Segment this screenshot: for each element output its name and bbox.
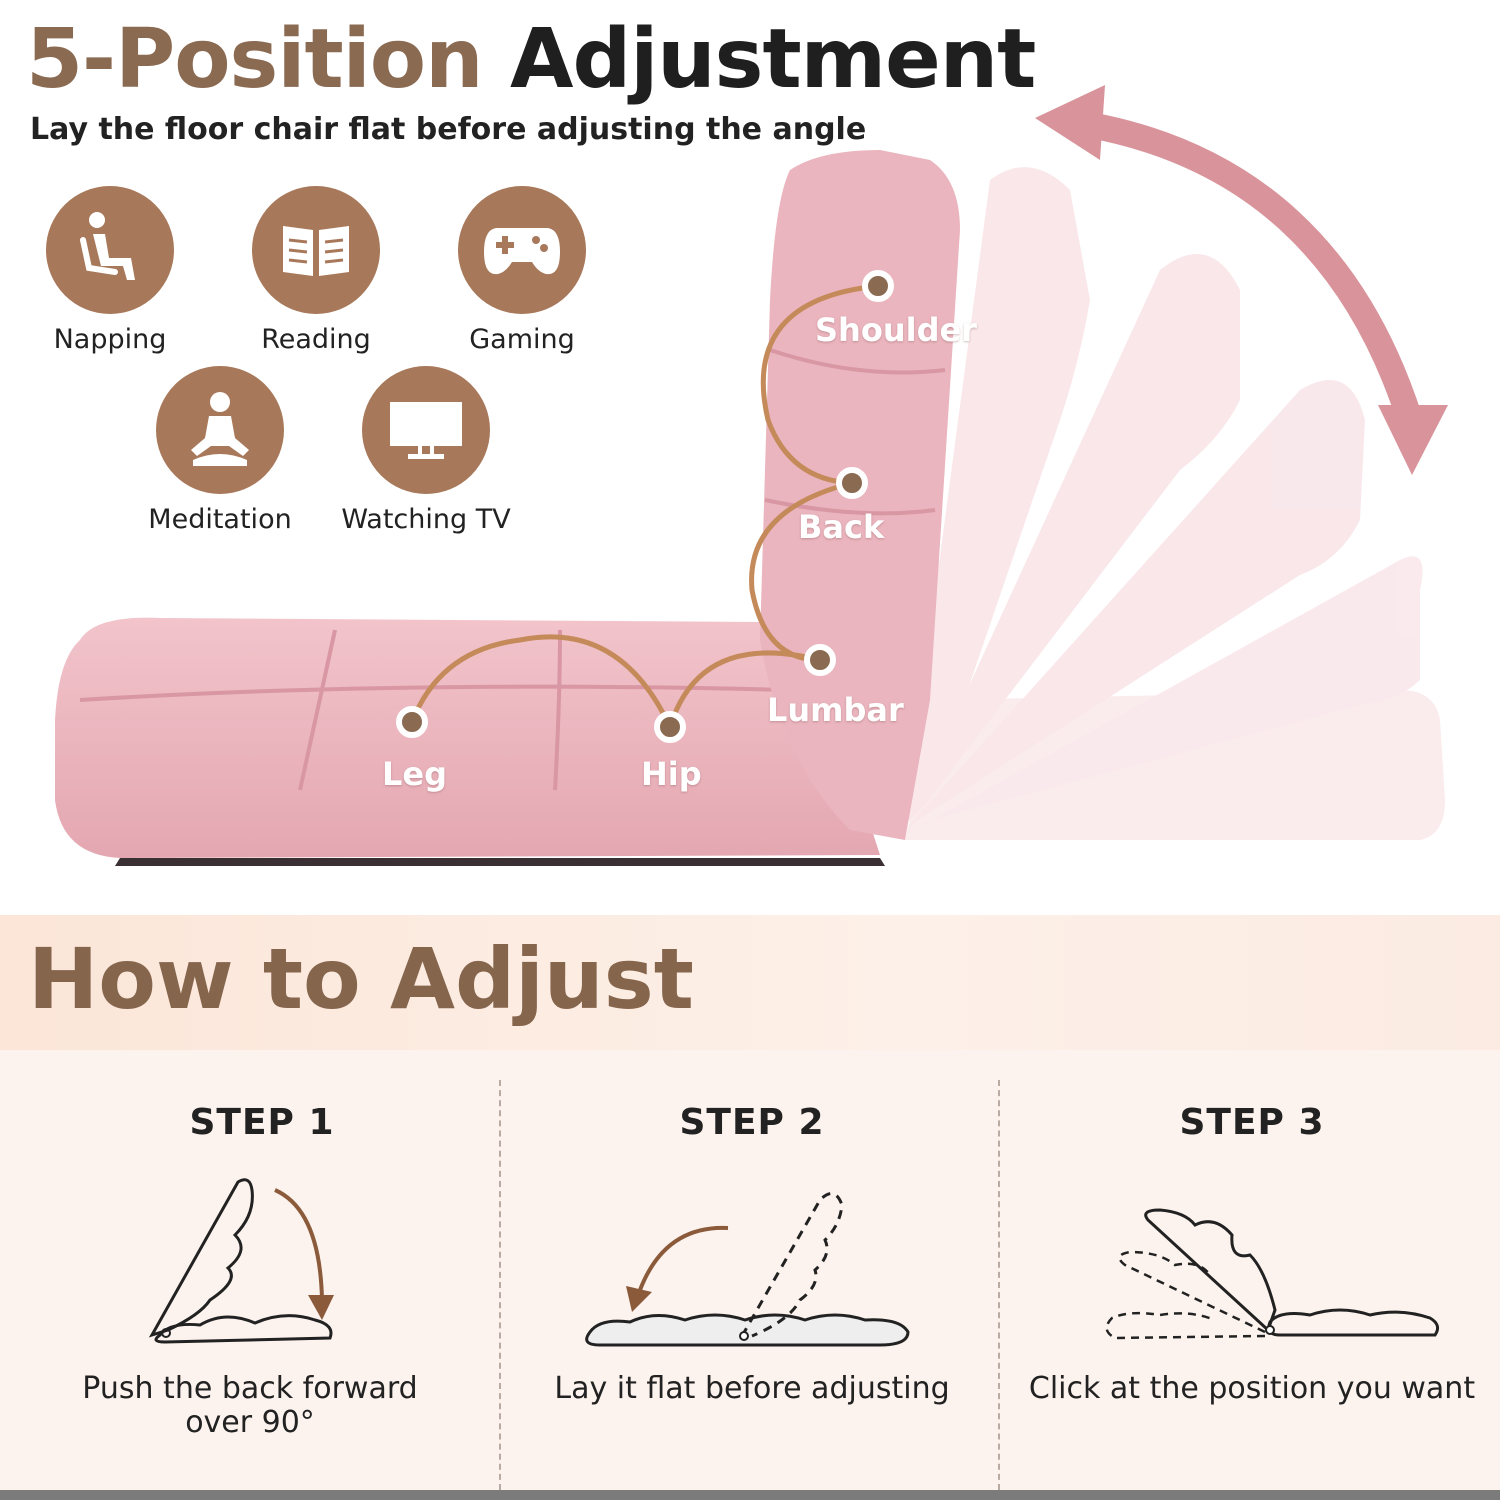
- label-leg: Leg: [382, 755, 447, 793]
- use-watching-tv: Watching TV: [326, 366, 526, 535]
- step-desc-line-1: Push the back forward: [82, 1371, 418, 1406]
- step-2: STEP 2 Lay it flat before adjusting: [500, 1050, 1000, 1490]
- step-description: Click at the position you want: [1002, 1372, 1500, 1406]
- step-1: STEP 1 Push the back forward over 90°: [0, 1050, 500, 1490]
- title-part-2: Adjustment: [510, 12, 1036, 107]
- use-reading: Reading: [216, 186, 416, 355]
- label-hip: Hip: [641, 755, 702, 793]
- meditation-icon: [191, 392, 249, 466]
- label-shoulder: Shoulder: [815, 311, 977, 349]
- step-title: STEP 1: [189, 1102, 335, 1143]
- napping-icon: [80, 212, 135, 280]
- use-label: Watching TV: [341, 504, 511, 535]
- use-gaming: Gaming: [422, 186, 622, 355]
- use-meditation: Meditation: [120, 366, 320, 535]
- use-napping: Napping: [10, 186, 210, 355]
- bottom-bar: [0, 1490, 1500, 1500]
- step-title: STEP 2: [679, 1102, 825, 1143]
- label-back: Back: [798, 508, 885, 546]
- step-3: STEP 3 Click at the position you want: [1000, 1050, 1500, 1490]
- step-description: Push the back forward over 90°: [0, 1372, 500, 1440]
- step-2-diagram: [585, 1192, 910, 1347]
- label-lumbar: Lumbar: [767, 691, 904, 729]
- how-to-title: How to Adjust: [28, 930, 694, 1028]
- how-to-header: How to Adjust: [0, 915, 1500, 1050]
- step-desc-line-1: Lay it flat before adjusting: [554, 1371, 950, 1406]
- step-desc-line-2: over 90°: [185, 1405, 315, 1440]
- step-divider: [499, 1080, 501, 1490]
- tv-icon: [390, 402, 462, 459]
- use-label: Napping: [53, 324, 167, 355]
- gamepad-icon: [484, 228, 560, 275]
- page-title: 5-Position Adjustment: [26, 12, 1036, 107]
- book-icon: [283, 226, 349, 276]
- step-desc-line-1: Click at the position you want: [1028, 1371, 1476, 1406]
- step-3-diagram: [1105, 1208, 1440, 1340]
- use-label: Reading: [261, 324, 371, 355]
- step-title: STEP 3: [1179, 1102, 1325, 1143]
- step-description: Lay it flat before adjusting: [502, 1372, 1002, 1406]
- adjustment-section: 5-Position Adjustment Lay the floor chai…: [10, 12, 1448, 866]
- step-1-diagram: [148, 1178, 334, 1344]
- use-label: Gaming: [469, 324, 575, 355]
- use-label: Meditation: [148, 504, 292, 535]
- page-subtitle: Lay the floor chair flat before adjustin…: [30, 112, 867, 147]
- steps-section: STEP 1 Push the back forward over 90° ST…: [0, 1050, 1500, 1490]
- title-part-1: 5-Position: [26, 12, 483, 107]
- step-divider: [998, 1080, 1000, 1490]
- floor-chair-illustration: [55, 85, 1448, 866]
